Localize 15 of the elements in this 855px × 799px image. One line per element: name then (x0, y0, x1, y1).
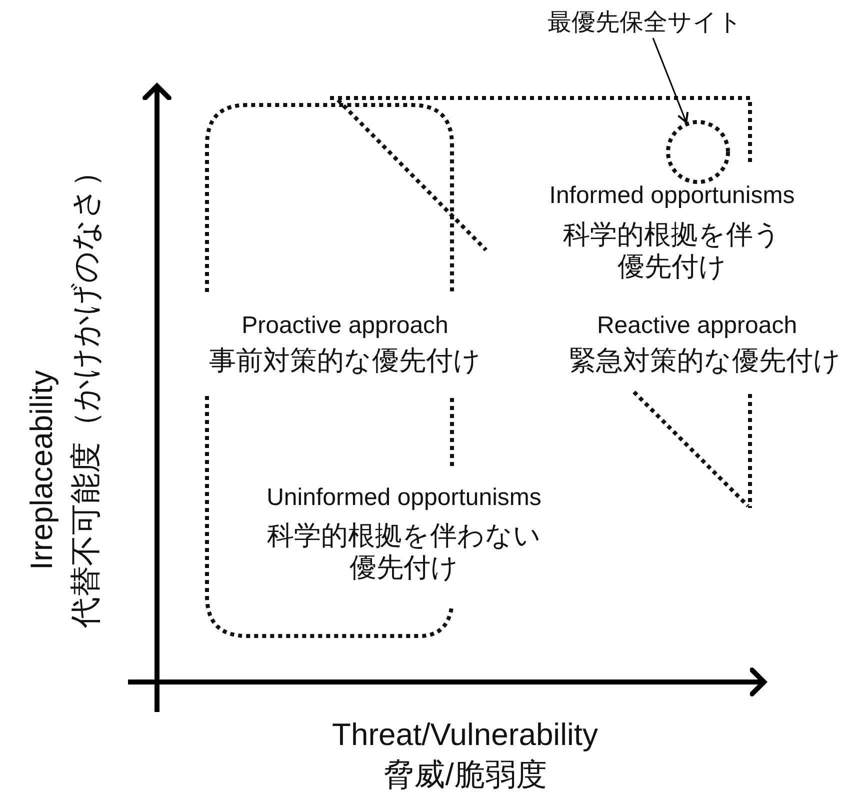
callout-text: 最優先保全サイト (548, 6, 742, 38)
quadrant-label: Informed opportunisms (549, 182, 795, 210)
axis-title: 代替不可能度（かけかげのなさ） (68, 156, 104, 628)
dotted-circle (665, 119, 731, 185)
quadrant-label: 科学的根拠を伴う優先付け (562, 218, 782, 284)
quadrant-label: Proactive approach (242, 312, 448, 340)
axis-title: 脅威/脆弱度 (383, 757, 547, 793)
axis-title: Threat/Vulnerability (332, 717, 598, 753)
axis-title: Irreplaceability (24, 370, 60, 570)
leader-arrow (652, 38, 689, 124)
quadrant-label: 事前対策的な優先付け (209, 345, 481, 377)
quadrant-label: Uninformed opportunisms (266, 484, 542, 512)
quadrant-label: 科学的根拠を伴わない優先付け (266, 520, 542, 584)
quadrant-label: 緊急対策的な優先付け (569, 345, 841, 377)
quadrant-label: Reactive approach (596, 312, 798, 340)
